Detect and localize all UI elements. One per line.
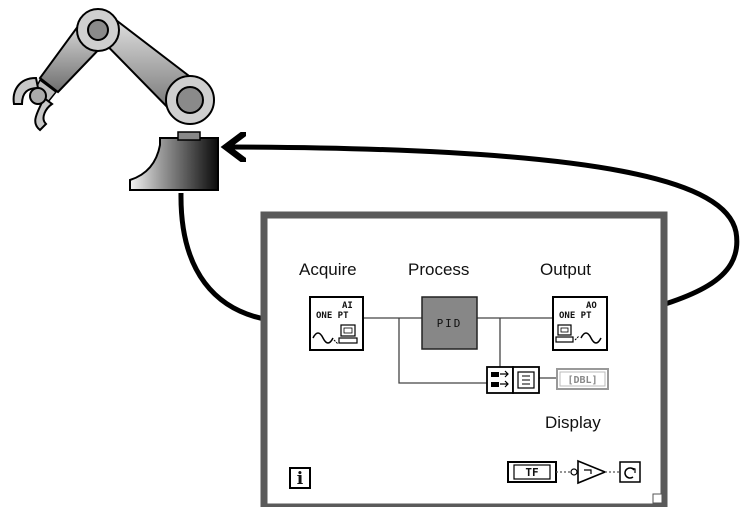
pid-block[interactable]: PID [421,296,478,350]
display-label: Display [545,413,601,432]
build-array-node[interactable] [486,366,514,394]
info-terminal-icon[interactable]: i [289,467,311,489]
array-node[interactable] [512,366,540,394]
ao-block-line2: ONE PT [559,311,592,321]
sine-wave-icon [580,332,602,344]
sine-wave-icon [312,332,334,344]
output-arrow [230,147,740,321]
tf-constant[interactable]: TF [507,461,557,483]
robot-base-stand [129,137,219,191]
acquire-label: Acquire [299,260,357,279]
robot-base-top [177,131,201,141]
robot-elbow-joint [76,8,120,52]
ao-one-pt-block[interactable]: AO ONE PT [552,296,608,351]
computer-icon [338,324,358,344]
process-label: Process [408,260,469,279]
info-label: i [297,469,304,489]
pid-label: PID [437,317,463,330]
computer-icon [555,324,574,343]
dbl-indicator[interactable]: [DBL] [556,368,609,390]
tf-label: TF [525,466,538,479]
not-function-icon[interactable] [570,459,608,485]
robot-arm [12,8,219,191]
dbl-label: [DBL] [567,375,597,386]
robot-shoulder-joint [165,75,215,125]
ai-block-line1: AI [342,301,353,311]
loop-condition-icon[interactable] [619,461,641,483]
corner-handle[interactable] [652,493,663,504]
robot-gripper [12,76,54,132]
ai-block-line2: ONE PT [316,311,349,321]
ai-one-pt-block[interactable]: AI ONE PT [309,296,364,351]
output-label: Output [540,260,591,279]
ao-block-line1: AO [586,301,597,311]
block-diagram-frame [260,211,668,507]
